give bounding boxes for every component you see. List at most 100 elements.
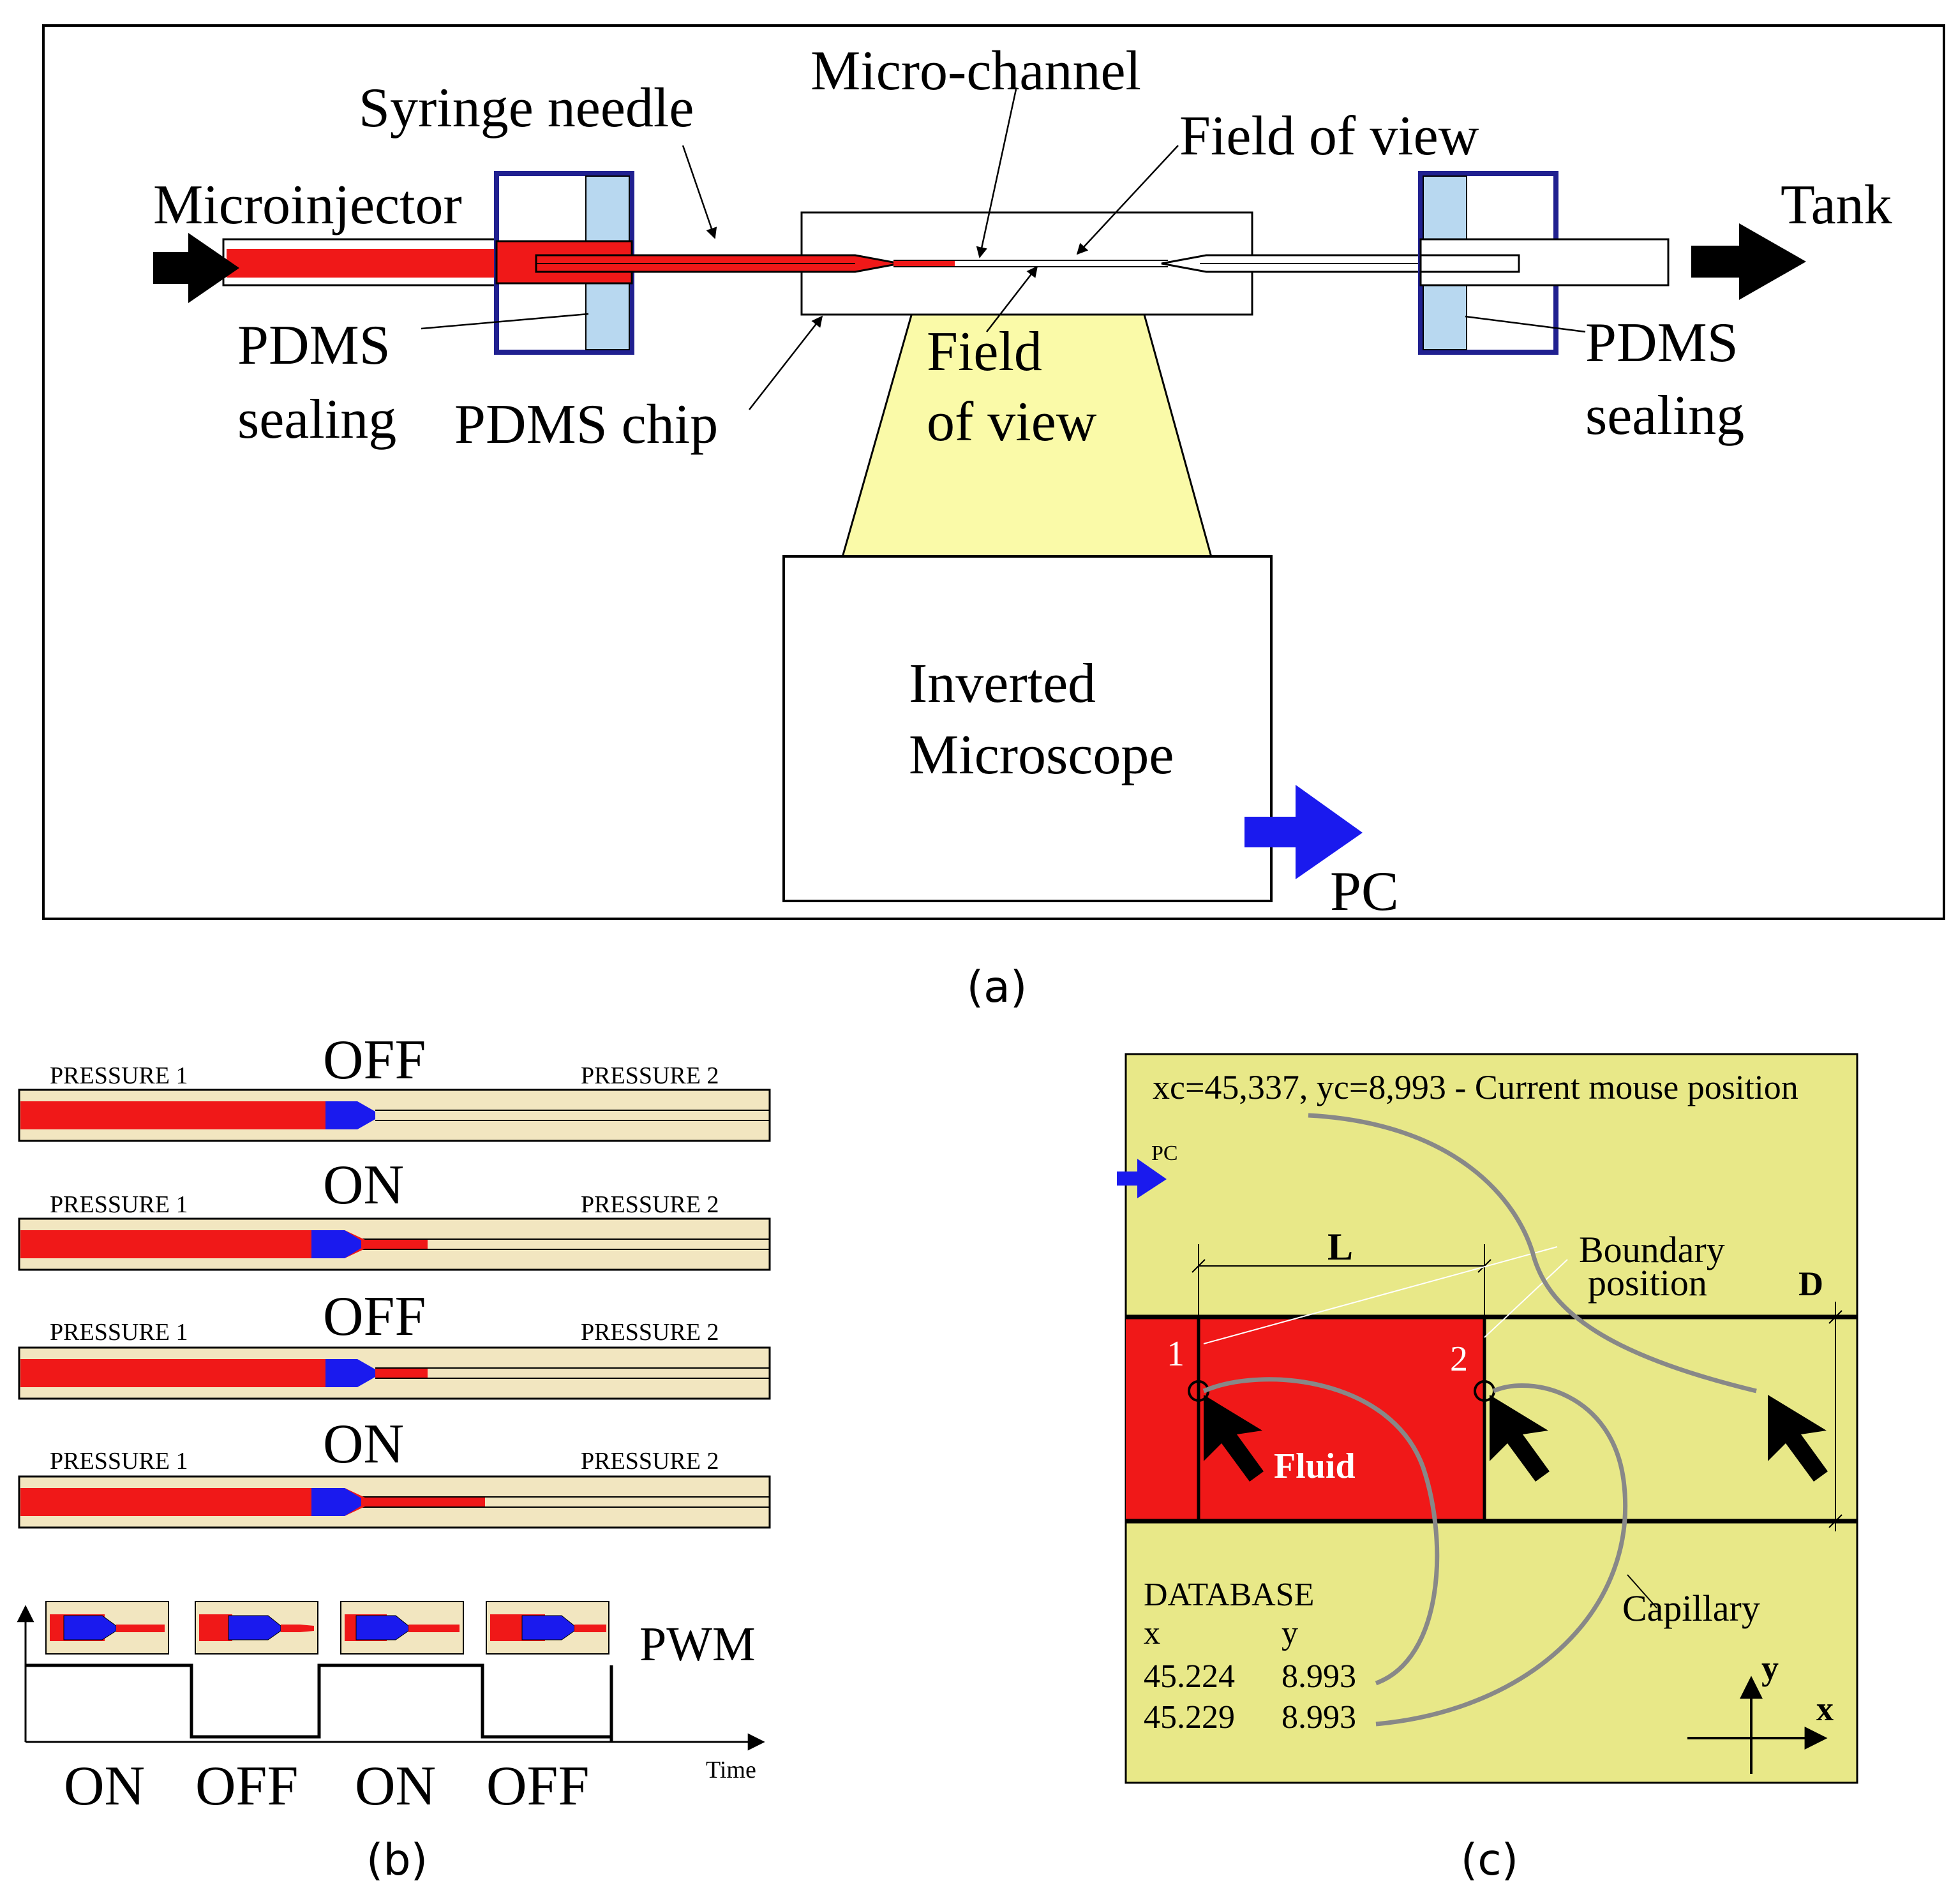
axis-y-label: y [1761,1649,1779,1687]
leader-pdms-sealing-right [1465,315,1586,333]
fluid-region [1126,1317,1484,1520]
cursor-icon [1768,1395,1828,1482]
pwm-thumb-1 [45,1601,169,1655]
fluid-tip [345,1230,428,1258]
pressure-1-label: PRESSURE 1 [50,1319,188,1346]
tank-arrow [1691,223,1806,300]
label-tank: Tank [1781,174,1892,236]
pressure-2-label: PRESSURE 2 [581,1191,719,1218]
leader-pdms-chip [749,315,823,410]
pressure-row-3: PRESSURE 1 PRESSURE 2 OFF [18,1286,771,1400]
database-row-1-x: 45.224 [1144,1658,1235,1695]
caption-b: (b) [366,1835,428,1885]
leader-syringe-needle [682,145,717,239]
pressure-row-4: PRESSURE 1 PRESSURE 2 ON [18,1413,771,1529]
time-label: Time [706,1757,756,1783]
cursor-icon [1490,1395,1550,1482]
pressure-row-1: PRESSURE 1 PRESSURE 2 OFF [18,1029,771,1142]
capillary-label: Capillary [1622,1588,1760,1629]
pc-label-small: PC [1151,1142,1178,1165]
plunger [311,1488,361,1516]
state-label: OFF [323,1029,426,1091]
label-field-of-view-center-1: Field [927,321,1042,383]
fluid-tip [375,1369,428,1378]
pc-arrow [1244,785,1363,879]
database-header-x: x [1144,1615,1160,1651]
inverted-microscope-box [782,555,1273,902]
pwm-thumb-2 [195,1601,318,1655]
boundary-label-2: position [1588,1262,1707,1304]
boundary-label-1: Boundary [1579,1229,1725,1270]
label-microinjector: Microinjector [153,174,462,236]
label-pc: PC [1330,861,1399,923]
caption-c: (c) [1461,1835,1518,1885]
database-row-1-y: 8.993 [1282,1658,1356,1695]
leader-micro-channel [976,89,1017,258]
pressure-2-label: PRESSURE 2 [581,1062,719,1089]
pwm-thumb-4 [486,1601,609,1655]
label-inverted-microscope-1: Inverted [909,653,1096,715]
diameter-label: D [1798,1265,1823,1303]
boundary-leader-1 [1203,1246,1558,1344]
wave-label-2: OFF [195,1755,298,1817]
mouse-position-readout: xc=45,337, yc=8,993 - Current mouse posi… [1153,1068,1798,1106]
wave-label-1: ON [64,1755,145,1817]
label-pdms-sealing-right-2: sealing [1585,385,1744,447]
cursor-icon [1204,1395,1264,1482]
fluid [20,1101,327,1129]
label-field-of-view-center-2: of view [927,391,1097,453]
boundary-leader-2 [1484,1259,1568,1338]
label-micro-channel: Micro-channel [811,40,1141,102]
boundary-2-label: 2 [1450,1339,1468,1379]
state-label: OFF [323,1286,426,1348]
capillary-leader [1627,1574,1657,1609]
panel-a: Microinjector Syringe needle Micro-chann… [42,24,1945,1013]
plunger [311,1230,361,1258]
pwm-thumb-3 [340,1601,464,1655]
label-pdms-sealing-left-1: PDMS [237,315,391,376]
dimension-d-tick-mark [1828,1310,1842,1324]
pwm-waveform [26,1663,613,1742]
microinjector-arrow [153,233,239,303]
pressure-1-label: PRESSURE 1 [50,1448,188,1475]
panel-c: xc=45,337, yc=8,993 - Current mouse posi… [1117,1053,1858,1885]
database-row-2-x: 45.229 [1144,1699,1235,1736]
axis-x-label: x [1816,1690,1834,1728]
label-inverted-microscope-2: Microscope [909,724,1174,786]
pwm-label: PWM [639,1618,756,1671]
dimension-l-tick-mark [1477,1259,1491,1273]
micro-channel-fluid [893,261,955,266]
wave-label-3: ON [355,1755,436,1817]
pressure-2-label: PRESSURE 2 [581,1448,719,1475]
boundary-1-label: 1 [1167,1334,1185,1374]
plunger [325,1359,375,1387]
label-syringe-needle: Syringe needle [359,77,694,139]
caption-a: (a) [967,962,1028,1013]
fluid-tip [345,1488,485,1516]
label-pdms-sealing-right-1: PDMS [1585,312,1738,374]
database-title: DATABASE [1144,1577,1314,1613]
fluid [20,1230,314,1258]
label-pdms-sealing-left-2: sealing [237,389,396,450]
leader-field-of-view-center [986,265,1038,332]
fluid-label: Fluid [1274,1447,1356,1486]
database-header-y: y [1282,1615,1298,1651]
pressure-2-label: PRESSURE 2 [581,1319,719,1346]
wave-label-4: OFF [486,1755,589,1817]
label-pdms-chip: PDMS chip [454,394,718,456]
length-label: L [1327,1226,1353,1268]
pressure-1-label: PRESSURE 1 [50,1191,188,1218]
pc-arrow-small [1117,1159,1167,1198]
pressure-1-label: PRESSURE 1 [50,1062,188,1089]
leader-field-of-view-top [1076,145,1179,255]
plunger [325,1101,375,1129]
database-link-curve-1 [1202,1377,1440,1686]
state-label: ON [323,1413,404,1475]
database-link-curve-2 [1375,1383,1628,1727]
mouse-path-curve [1308,1113,1757,1394]
fluid [20,1359,327,1387]
fluid [20,1488,314,1516]
pressure-row-2: PRESSURE 1 PRESSURE 2 ON [18,1154,771,1271]
dimension-d-tick-mark [1828,1514,1842,1528]
